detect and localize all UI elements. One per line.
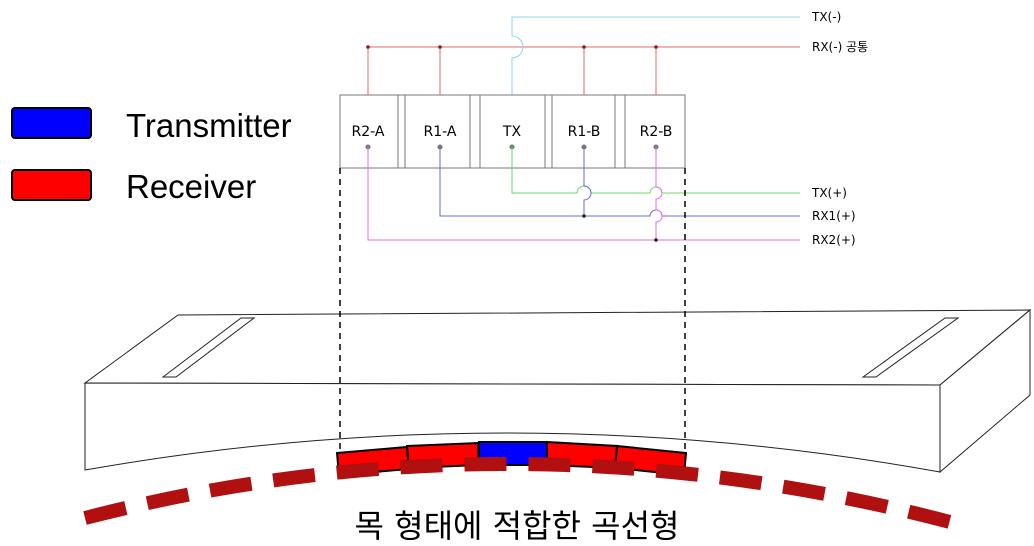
rx1-junction-dot (582, 214, 586, 218)
legend-receiver-label: Receiver (126, 168, 256, 205)
neck-curve (83, 457, 952, 529)
label-rx-minus-common: RX(-) 공통 (812, 40, 868, 54)
cell-label-r2-a: R2-A (352, 124, 385, 140)
label-tx-plus: TX(+) (811, 186, 847, 200)
label-rx2-plus: RX2(+) (812, 233, 856, 247)
cell-label-r1-b: R1-B (568, 124, 601, 140)
label-tx-minus: TX(-) (811, 10, 841, 24)
alignment-lines (339, 168, 686, 452)
sensor-housing (83, 308, 1032, 474)
cell-label-r1-a: R1-A (424, 124, 457, 140)
caption: 목 형태에 적합한 곡선형 (355, 507, 680, 545)
tx-minus-wire (511, 16, 800, 95)
legend-transmitter-label: Transmitter (126, 107, 292, 144)
rx-common-wires (366, 45, 800, 95)
label-rx1-plus: RX1(+) (812, 209, 856, 223)
legend: Transmitter Receiver (11, 107, 292, 205)
rx2-junction-dot (654, 238, 658, 242)
legend-receiver-swatch (11, 169, 92, 201)
cell-label-tx: TX (502, 124, 522, 140)
cell-label-r2-b: R2-B (640, 124, 673, 140)
legend-transmitter-swatch (11, 107, 92, 139)
